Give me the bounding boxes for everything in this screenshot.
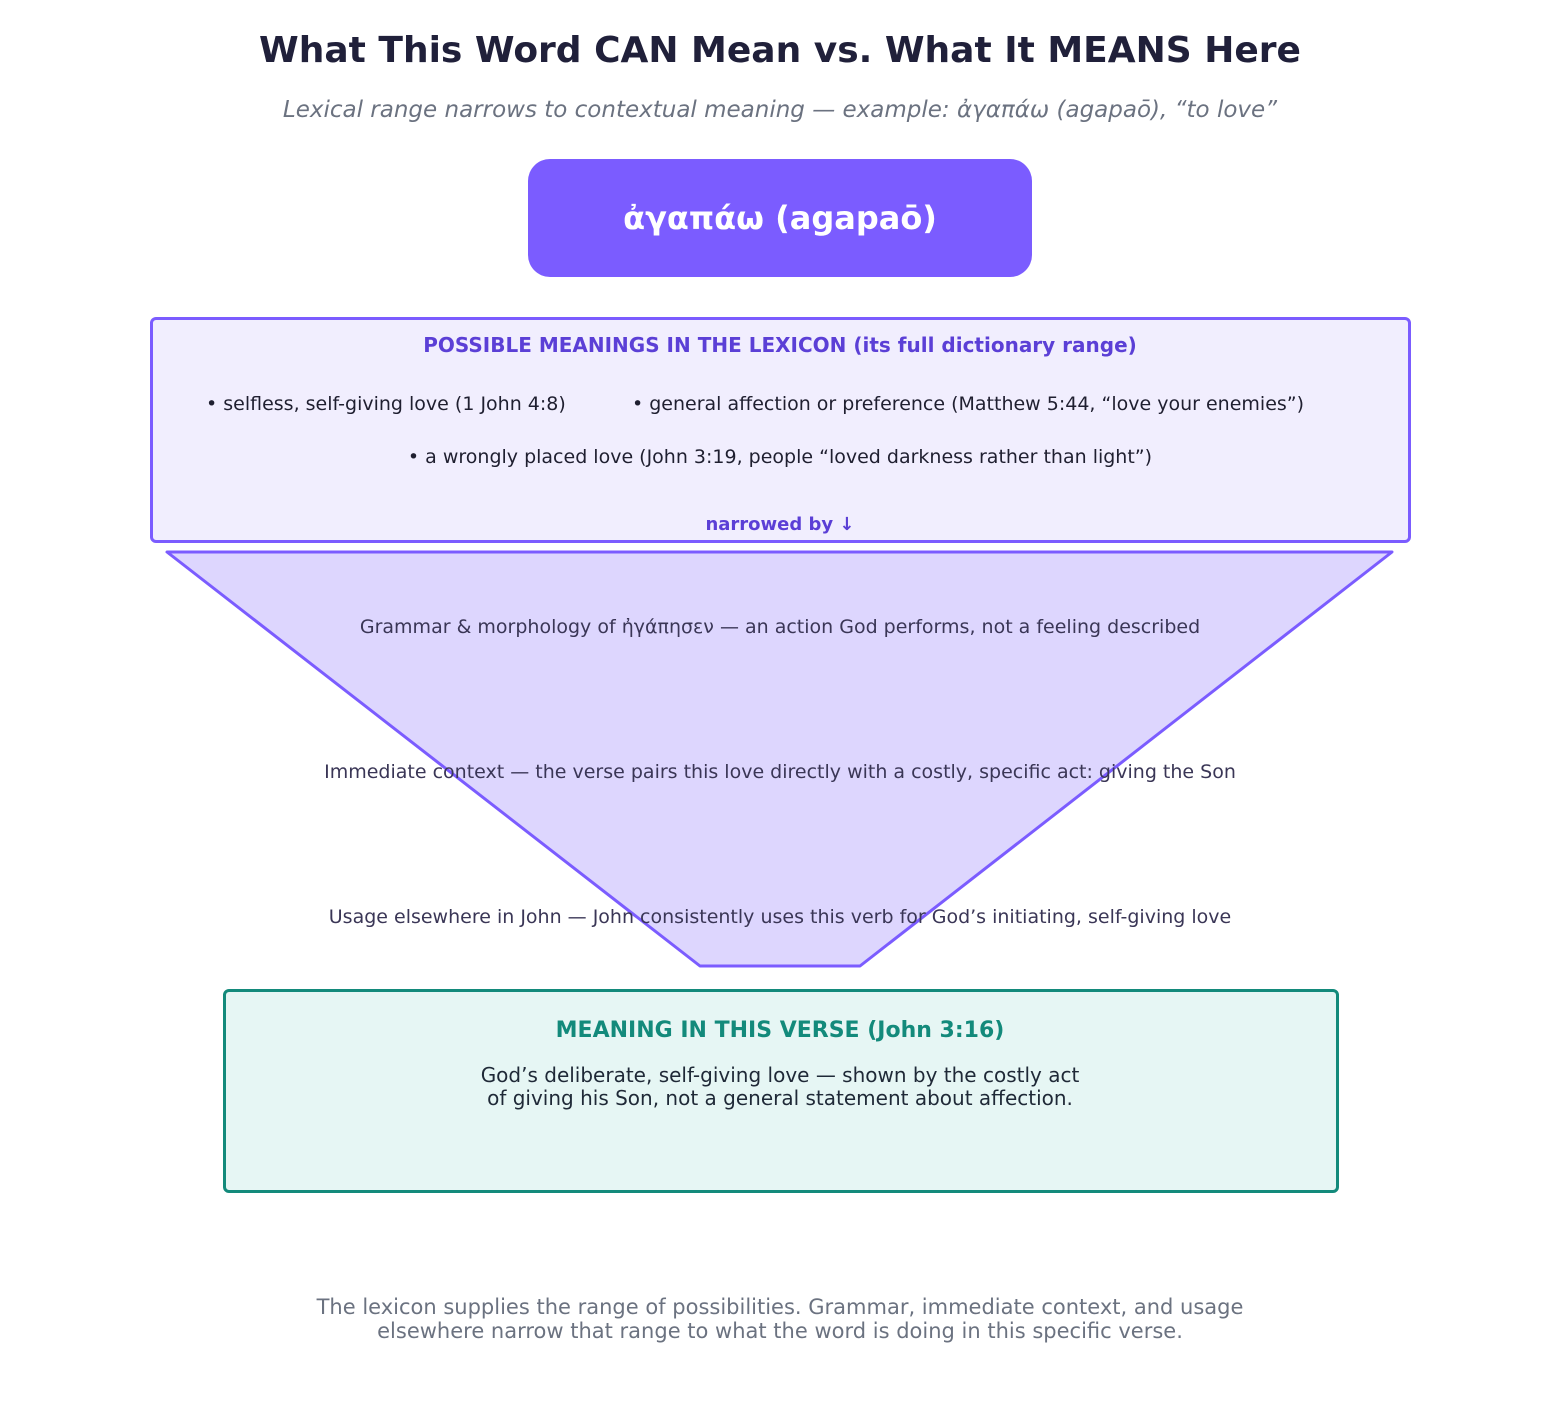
lexicon-heading: POSSIBLE MEANINGS IN THE LEXICON (its fu… <box>423 333 1137 357</box>
footer-line: elsewhere narrow that range to what the … <box>377 1319 1183 1343</box>
narrowed-by-label: narrowed by ↓ <box>705 514 855 535</box>
footer-note: The lexicon supplies the range of possib… <box>0 1295 1560 1343</box>
word-pill: ἀγαπάω (agapaō) <box>528 159 1032 277</box>
verse-heading: MEANING IN THIS VERSE (John 3:16) <box>555 1018 1005 1043</box>
funnel-stage-grammar: Grammar & morphology of ἠγάπησεν — an ac… <box>359 616 1201 638</box>
verse-line: of giving his Son, not a general stateme… <box>487 1086 1073 1110</box>
footer-line: The lexicon supplies the range of possib… <box>316 1295 1244 1319</box>
verse-text: God’s deliberate, self-giving love — sho… <box>0 1064 1560 1110</box>
page-title: What This Word CAN Mean vs. What It MEAN… <box>259 30 1301 71</box>
word-label: ἀγαπάω (agapaō) <box>623 199 937 237</box>
lexicon-meaning: • general affection or preference (Matth… <box>632 393 1305 415</box>
verse-meaning-box <box>223 989 1339 1193</box>
page-subtitle: Lexical range narrows to contextual mean… <box>282 97 1278 123</box>
lexicon-meaning: • a wrongly placed love (John 3:19, peop… <box>407 446 1153 468</box>
funnel-polygon <box>165 550 1394 968</box>
lexicon-meaning: • selfless, self-giving love (1 John 4:8… <box>206 393 566 415</box>
funnel-stage-context: Immediate context — the verse pairs this… <box>324 761 1236 783</box>
lexicon-box <box>150 317 1411 543</box>
funnel-stage-usage: Usage elsewhere in John — John consisten… <box>328 906 1232 928</box>
verse-line: God’s deliberate, self-giving love — sho… <box>480 1063 1080 1087</box>
